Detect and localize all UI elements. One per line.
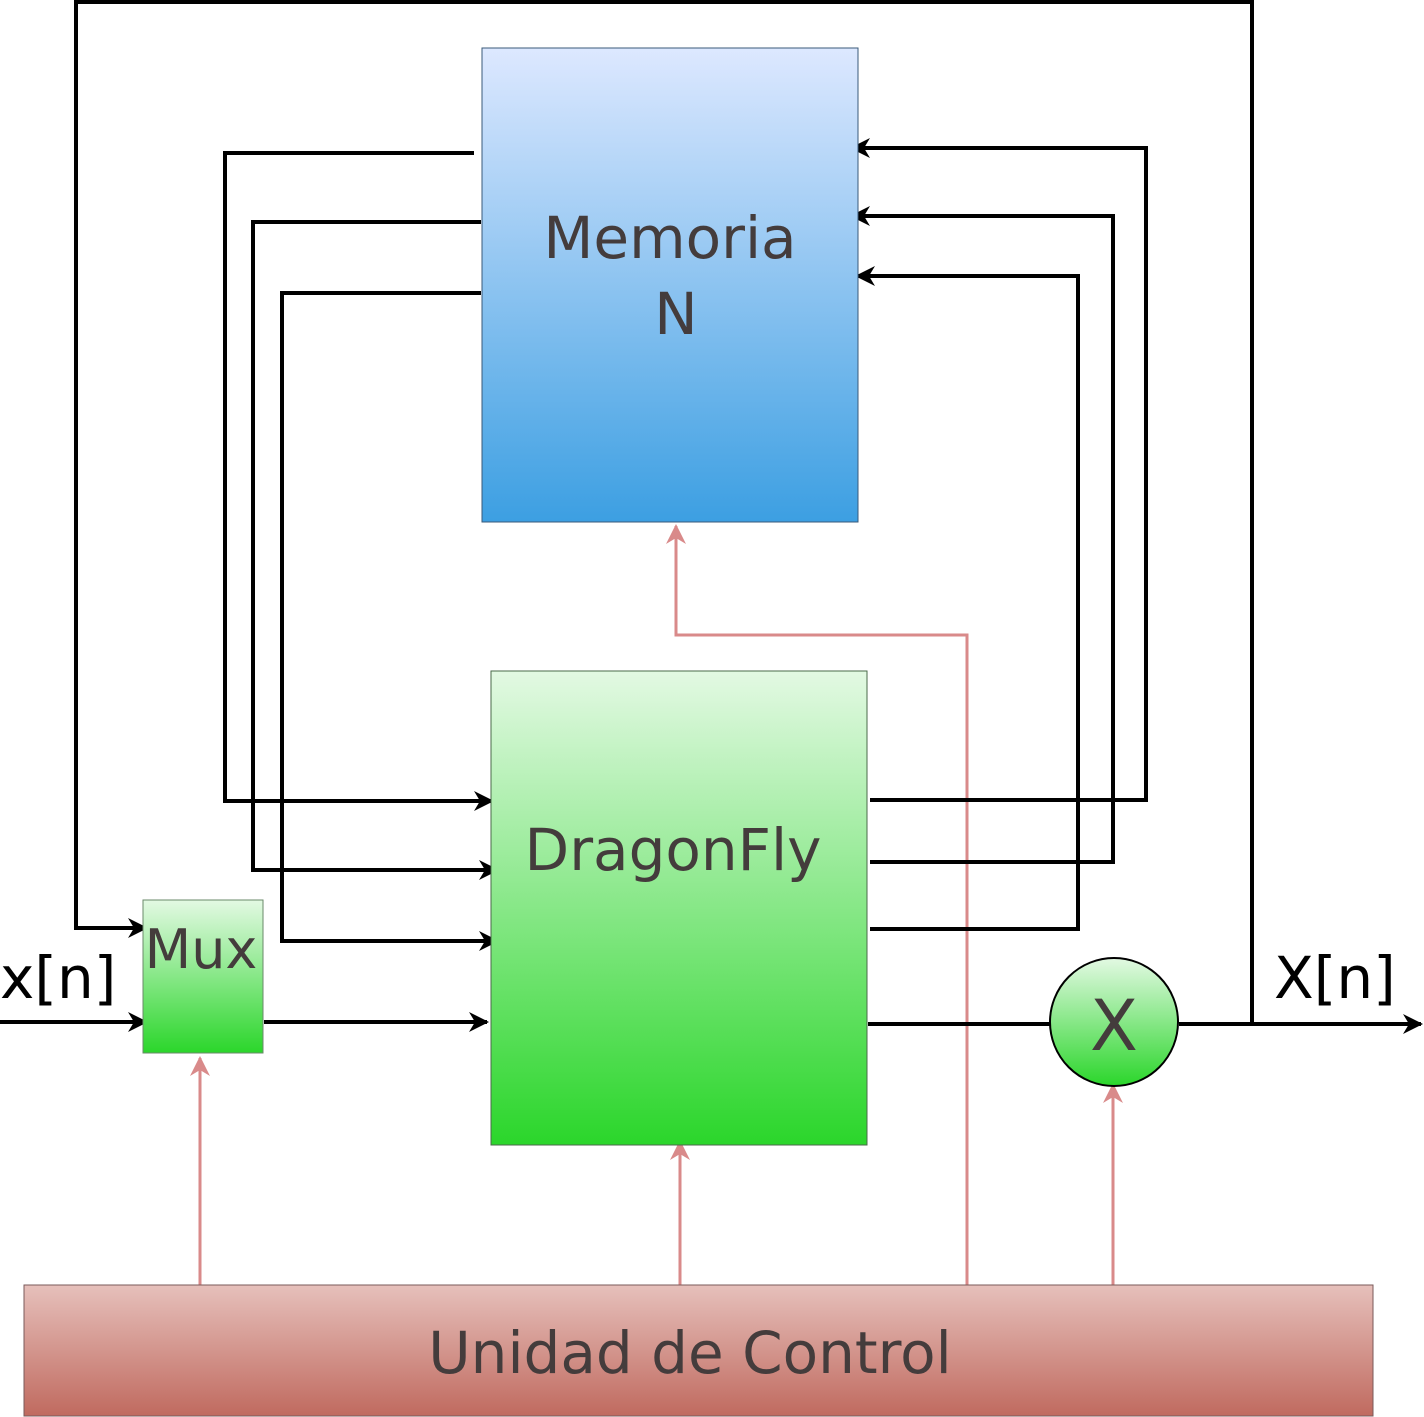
mux-block: Mux [142, 899, 264, 1054]
dragonfly-out-1-wire [850, 138, 1148, 802]
control-unit-label: Unidad de Control [428, 1319, 952, 1387]
memory-label-line2: N [654, 280, 697, 348]
dragonfly-label: DragonFly [525, 816, 822, 884]
control-unit-block: Unidad de Control [23, 1284, 1374, 1417]
memory-label-line1: Memoria [543, 204, 796, 272]
feedback-wire [74, 0, 1254, 1022]
dragonfly-out-3-wire [855, 266, 1080, 931]
multiplier-node: X [1049, 957, 1179, 1087]
data-wires [0, 0, 1423, 1034]
memory-out-3-wire [280, 291, 499, 951]
memory-out-2-wire [251, 220, 499, 880]
control-to-memory [666, 524, 969, 1285]
input-signal-label: x[n] [0, 944, 116, 1012]
dragonfly-out-2-wire [850, 206, 1115, 864]
memory-block: Memoria N [481, 47, 859, 523]
control-wires [190, 524, 1123, 1285]
mux-label: Mux [145, 918, 258, 981]
output-signal-label: X[n] [1274, 944, 1396, 1012]
multiplier-label: X [1090, 985, 1138, 1067]
dragonfly-block: DragonFly [490, 670, 868, 1146]
memory-out-1-wire [223, 151, 494, 811]
